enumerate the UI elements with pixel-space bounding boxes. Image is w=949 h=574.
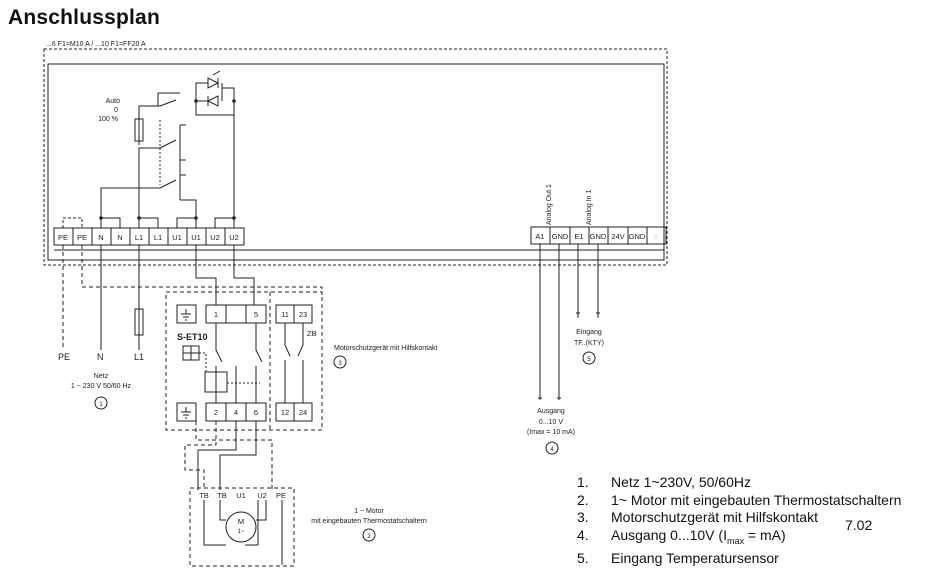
legend-text: Eingang Temperatursensor [611, 550, 779, 567]
terminal-shield: ◌ [654, 232, 659, 241]
terminal-dividers-left [72, 228, 226, 245]
terminal-a1: A1 [535, 232, 544, 241]
legend-text: Netz 1~230V, 50/60Hz [611, 474, 751, 490]
mps-terminal-6: 6 [254, 408, 258, 417]
motor-terminal-tb-2: TB [217, 491, 227, 500]
legend-text: 1~ Motor mit eingebauten Thermostatschal… [611, 491, 902, 508]
switch-label-full: 100 % [98, 116, 118, 123]
motor-terminal-u1: U1 [236, 491, 246, 500]
terminal-l1-1: L1 [135, 233, 143, 242]
mps-terminal-4: 4 [234, 408, 238, 417]
motor-terminal-u2: U2 [257, 491, 267, 500]
marker-5 [582, 351, 596, 365]
sensor-input-label: Eingang [576, 329, 602, 336]
aux-zb-label: ZB [307, 329, 317, 338]
mps-terminal-5: 5 [254, 310, 258, 319]
terminal-gnd-2: GND [590, 232, 607, 241]
motor-protection-enclosure [165, 291, 323, 431]
output-imax: (Imax = 10 mA) [527, 429, 575, 436]
marker-2-label: 2 [367, 534, 371, 540]
aux-terminal-23: 23 [299, 310, 307, 319]
aux-terminal-12: 12 [281, 408, 289, 417]
marker-3-label: 3 [338, 361, 342, 367]
motor-label-1: 1 ~ Motor [354, 508, 384, 515]
marker-1 [94, 396, 108, 410]
aux-terminal-11: 11 [281, 310, 289, 319]
legend-item: 5. Eingang Temperatursensor [577, 550, 901, 568]
document-version: 7.02 [845, 517, 873, 533]
terminal-u1-1: U1 [172, 233, 182, 242]
controller-housing [47, 63, 665, 261]
legend-item: 4. Ausgang 0...10V (Imax = mA) [577, 527, 901, 550]
terminal-pe-1: PE [58, 233, 68, 242]
output-range: 0...10 V [539, 419, 563, 426]
terminal-l1-2: L1 [154, 233, 162, 242]
legend-list: 1. Netz 1~230V, 50/60Hz 2. 1~ Motor mit … [577, 474, 901, 568]
legend-number: 2. [577, 491, 589, 508]
fuse-note: ...6 F1=M10 A / ...10 F1=FF20 A [46, 41, 146, 48]
supply-spec: 1 ~ 230 V 50/60 Hz [71, 383, 132, 390]
supply-pe-label: PE [58, 352, 70, 362]
motor-symbol-m: M [238, 517, 244, 526]
terminal-dividers-right [549, 227, 648, 244]
output-label: Ausgang [537, 408, 565, 415]
legend-number: 3. [577, 509, 589, 526]
motor-protection-label: Motorschutzgerät mit Hilfskontakt [334, 345, 438, 352]
legend-number: 5. [577, 550, 589, 567]
marker-4-label: 4 [550, 447, 554, 453]
device-name: S-ET10 [177, 332, 208, 342]
terminal-e1: E1 [574, 232, 583, 241]
terminal-u1-2: U1 [191, 233, 201, 242]
legend-text-pre: Ausgang 0...10V (I [611, 526, 727, 543]
legend-text-sub: max [726, 535, 744, 546]
supply-name: Netz [94, 373, 109, 380]
sensor-input-type: TF..(KTY) [574, 340, 604, 347]
supply-l1-label: L1 [134, 352, 144, 362]
terminal-24v: 24V [611, 232, 624, 241]
legend-item: 2. 1~ Motor mit eingebauten Thermostatsc… [577, 492, 901, 510]
motor-terminal-tb-1: TB [199, 491, 209, 500]
analog-out-label: Analog Out 1 [546, 184, 553, 225]
mps-terminal-1: 1 [214, 310, 218, 319]
supply-n-label: N [97, 352, 104, 362]
legend-text: Ausgang 0...10V (Imax = mA) [611, 527, 786, 550]
terminal-u2-1: U2 [210, 233, 220, 242]
motor-terminal-pe: PE [276, 491, 286, 500]
marker-5-label: 5 [587, 357, 591, 363]
switch-label-off: 0 [114, 107, 118, 114]
motor-enclosure [189, 487, 295, 567]
analog-in-label: Analog In 1 [586, 189, 593, 225]
terminal-gnd-3: GND [629, 232, 646, 241]
legend-text-post: = mA) [743, 526, 786, 543]
aux-terminal-24: 24 [299, 408, 307, 417]
controller-enclosure [43, 48, 668, 266]
legend-number: 1. [577, 474, 589, 490]
page-title: Anschlussplan [8, 6, 160, 29]
motor-label-2: mit eingebauten Thermostatschaltern [311, 518, 427, 525]
terminal-u2-2: U2 [229, 233, 239, 242]
terminal-pe-2: PE [77, 233, 87, 242]
legend-text: Motorschutzgerät mit Hilfskontakt [611, 509, 818, 526]
marker-2 [362, 528, 376, 542]
motor-symbol-phase: 1~ [238, 529, 245, 535]
terminal-gnd-1: GND [552, 232, 569, 241]
marker-1-label: 1 [99, 402, 103, 408]
legend-item: 3. Motorschutzgerät mit Hilfskontakt [577, 509, 901, 527]
legend-item: 1. Netz 1~230V, 50/60Hz [577, 474, 901, 492]
terminal-n-1: N [98, 233, 103, 242]
marker-3 [333, 355, 347, 369]
marker-4 [545, 441, 559, 455]
mps-terminal-2: 2 [214, 408, 218, 417]
legend-number: 4. [577, 526, 589, 543]
terminal-n-2: N [117, 233, 122, 242]
switch-label-auto: Auto [106, 98, 121, 105]
